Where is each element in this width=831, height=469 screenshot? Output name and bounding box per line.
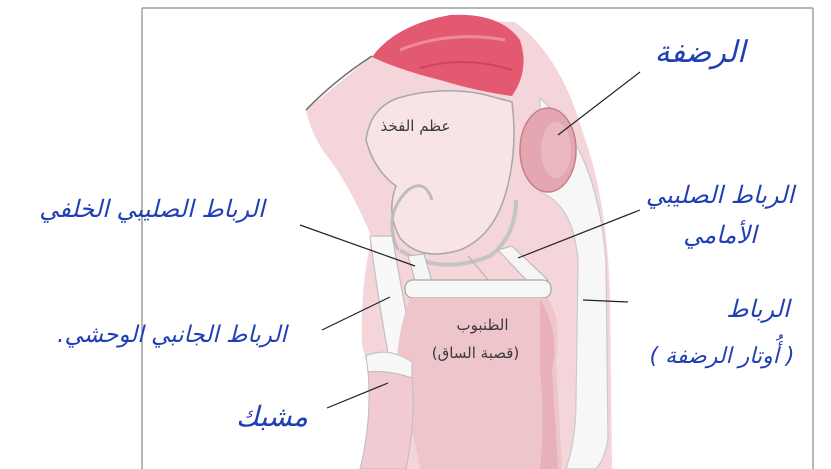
label-posterior-cruciate: الرباط الصليبي الخلفي xyxy=(12,190,292,228)
label-patella: الرضفة xyxy=(625,34,775,72)
label-femur: عظم الفخذ xyxy=(368,115,463,137)
label-fibula: مشبك xyxy=(222,398,322,436)
label-anterior-cruciate-line2: الأمامي xyxy=(630,216,810,254)
fibula-bone xyxy=(360,372,413,469)
label-ligament-line1: الرباط xyxy=(708,290,808,328)
label-tibia-line2: (قصبة الساق) xyxy=(418,342,533,364)
label-ligament-line2: ( أُوتار الرضفة ) xyxy=(622,338,822,376)
label-tibia-line1: الظنبوب xyxy=(440,314,525,336)
tibial-plateau xyxy=(405,280,551,298)
label-anterior-cruciate-line1: الرباط الصليبي xyxy=(630,176,810,214)
label-lateral-collateral: الرباط الجانبي الوحشي. xyxy=(26,316,318,354)
patella-inner xyxy=(541,122,571,178)
